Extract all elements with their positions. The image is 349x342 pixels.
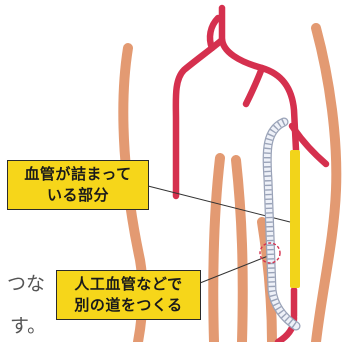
upper-loop-branch (246, 68, 262, 104)
right-body-contour (316, 28, 336, 342)
cut-off-text-2: す。 (10, 314, 46, 338)
callout-blocked-line-1: 血管が詰まって (8, 164, 148, 185)
callout-blocked-vessel: 血管が詰まって いる部分 (7, 160, 149, 210)
inner-leg-left-outer (213, 158, 220, 342)
callout-graft-line-1: 人工血管などで (57, 274, 200, 295)
inner-leg-left-inner (236, 160, 243, 342)
cut-off-text-1: つな (7, 272, 45, 296)
callout-artificial-graft: 人工血管などで 別の道をつくる (56, 270, 201, 320)
blocked-artery-segment (290, 150, 300, 288)
callout-blocked-line-2: いる部分 (8, 185, 148, 206)
callout-graft-line-2: 別の道をつくる (57, 295, 200, 316)
